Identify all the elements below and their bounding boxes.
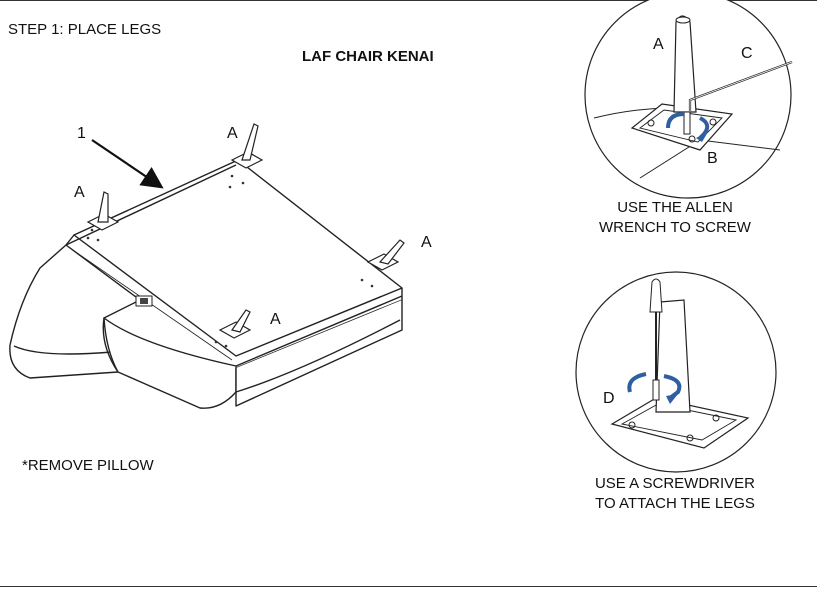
leg-label: A	[270, 311, 281, 328]
leg-bottom	[218, 309, 252, 339]
screwdriver-label: D	[603, 390, 615, 407]
leg-label: A	[227, 125, 238, 142]
leg-left	[86, 191, 120, 231]
arrow-label: 1	[77, 125, 86, 142]
leg-top	[230, 123, 264, 169]
bolt-label: B	[707, 150, 718, 167]
screwdriver-caption: USE A SCREWDRIVER TO ATTACH THE LEGS	[542, 474, 808, 514]
allen-wrench-caption: USE THE ALLEN WRENCH TO SCREW	[555, 198, 795, 238]
leg-right	[366, 239, 405, 271]
step-title: STEP 1: PLACE LEGS	[8, 21, 162, 38]
leg-label: A	[74, 184, 85, 201]
caption-line: WRENCH TO SCREW	[599, 219, 751, 236]
wrench-label: C	[741, 45, 753, 62]
chair-drawing	[9, 159, 403, 409]
detail-allen-wrench: A C B	[584, 0, 793, 199]
caption-line: USE A SCREWDRIVER	[594, 475, 756, 492]
chair-back	[103, 317, 237, 409]
leg-label: A	[421, 234, 432, 251]
detail-screwdriver: D	[575, 271, 777, 473]
caption-line: TO ATTACH THE LEGS	[595, 495, 755, 512]
top-rule	[0, 0, 817, 1]
pointer-arrow	[91, 139, 164, 189]
chair-arm	[9, 244, 141, 379]
leg-label: A	[653, 36, 664, 53]
caption-line: USE THE ALLEN	[617, 199, 733, 216]
remove-pillow-note: *REMOVE PILLOW	[22, 457, 154, 474]
bottom-rule	[0, 586, 817, 587]
model-title: LAF CHAIR KENAI	[302, 48, 434, 65]
